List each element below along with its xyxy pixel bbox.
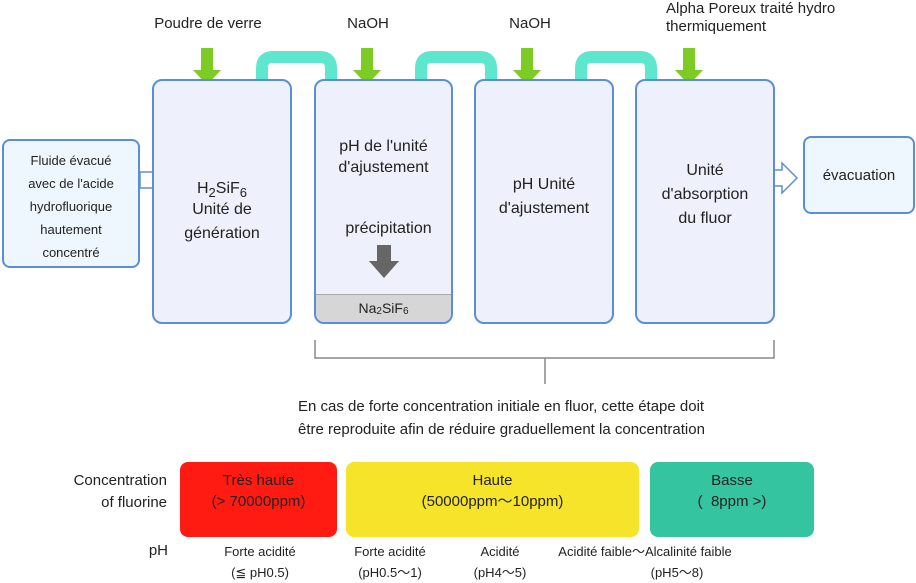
unit-h2sif6-generation: H2SiF6 Unité de génération [152, 79, 292, 324]
ph-item-3-line2: (pH4～5) [473, 565, 527, 580]
unit3-label-line2: d'ajustement [498, 200, 590, 217]
unit2-label-line1: pH de l'unité [339, 138, 428, 155]
green-arrow-naoh-1 [353, 48, 381, 85]
ph-item-4: Acidité faible～Alcalinité faible (pH5～8) [535, 541, 755, 583]
input-label-glass-powder: Poudre de verre [154, 15, 262, 32]
concentration-low-title: Basse [711, 472, 753, 489]
ph-label: pH [148, 542, 168, 559]
concentration-high: Haute (50000ppm～10ppm) [346, 462, 639, 537]
repeat-note: En cas de forte concentration initiale e… [298, 395, 858, 441]
unit3-label-line1: pH Unité [512, 176, 576, 193]
feed-line-4: hautement [40, 222, 102, 237]
precipitation-arrow-icon [368, 244, 399, 278]
na2sif6-tank: Na2SiF6 [316, 294, 451, 322]
feed-line-3: hydrofluorique [29, 199, 113, 214]
unit4-label-line2: d'absorption [661, 186, 749, 203]
ph-item-2: Forte acidité (pH0.5～1) [330, 541, 450, 583]
teal-arrow-1-2 [256, 51, 337, 86]
unit2-label-line2: d'ajustement [338, 159, 429, 176]
teal-transfer-arrows [256, 51, 657, 86]
repeat-bracket [314, 340, 775, 384]
input-label-alpha-porous: Alpha Poreux traité hydro thermiquement [666, 0, 916, 36]
green-arrow-naoh-2 [513, 48, 541, 85]
ph-item-1: Forte acidité (≦ pH0.5) [200, 541, 320, 583]
input-label-naoh-2: NaOH [509, 15, 551, 32]
feed-fluid-text: Fluide évacué avec de l'acide hydrofluor… [4, 149, 138, 264]
feed-fluid-box: Fluide évacué avec de l'acide hydrofluor… [2, 139, 140, 268]
ph-item-3-line1: Acidité [480, 544, 520, 559]
ph-item-4-line2: (pH5～8) [650, 565, 704, 580]
ph-item-3: Acidité (pH4～5) [455, 541, 545, 583]
concentration-label-line2: of fluorine [101, 494, 167, 511]
input-label-naoh-1: NaOH [347, 15, 389, 32]
green-arrow-alpha [675, 48, 703, 85]
evacuation-label: évacuation [822, 167, 896, 184]
feed-line-5: concentré [42, 245, 100, 260]
concentration-low-range: ( 8ppm >) [697, 493, 767, 510]
unit-fluor-absorption: Unité d'absorption du fluor [635, 79, 775, 324]
unit-ph-adjust-precipitation: pH de l'unité d'ajustement précipitation… [314, 79, 453, 324]
ph-item-1-line1: Forte acidité [224, 544, 296, 559]
concentration-very-high-range: (> 70000ppm) [211, 493, 306, 510]
teal-arrow-2-3 [415, 51, 497, 86]
ph-item-4-line1: Acidité faible～Alcalinité faible [558, 544, 732, 559]
green-arrow-glass-powder [193, 48, 221, 85]
teal-arrow-3-4 [575, 51, 657, 86]
feed-line-1: Fluide évacué [30, 153, 112, 168]
unit4-label-line3: du fluor [678, 210, 732, 227]
concentration-very-high: Très haute (> 70000ppm) [180, 462, 337, 537]
concentration-high-title: Haute [472, 472, 513, 489]
ph-item-2-line1: Forte acidité [354, 544, 426, 559]
concentration-low: Basse ( 8ppm >) [650, 462, 814, 537]
ph-item-1-line2: (≦ pH0.5) [231, 565, 289, 580]
repeat-note-line2: être reproduite afin de réduire graduell… [298, 421, 705, 438]
concentration-label: Concentration of fluorine [30, 470, 167, 514]
concentration-very-high-title: Très haute [222, 472, 295, 489]
repeat-note-line1: En cas de forte concentration initiale e… [298, 398, 705, 415]
unit4-label-line1: Unité [686, 162, 724, 179]
ph-item-2-line2: (pH0.5～1) [358, 565, 422, 580]
input-label-alpha-line1: Alpha Poreux traité hydro [666, 0, 836, 17]
unit1-formula: H2SiF6 [196, 180, 248, 201]
unit1-label-line3: génération [184, 225, 260, 242]
unit-ph-adjust: pH Unité d'ajustement [474, 79, 614, 324]
unit1-label-line2: Unité de [192, 201, 252, 218]
green-input-arrows [193, 48, 703, 85]
concentration-high-range: (50000ppm～10ppm) [421, 493, 564, 510]
feed-line-2: avec de l'acide [28, 176, 114, 191]
evacuation-box: évacuation [803, 136, 915, 214]
unit2-precipitation-label: précipitation [345, 220, 432, 237]
input-label-alpha-line2: thermiquement [666, 18, 767, 35]
concentration-label-line1: Concentration [73, 472, 167, 489]
